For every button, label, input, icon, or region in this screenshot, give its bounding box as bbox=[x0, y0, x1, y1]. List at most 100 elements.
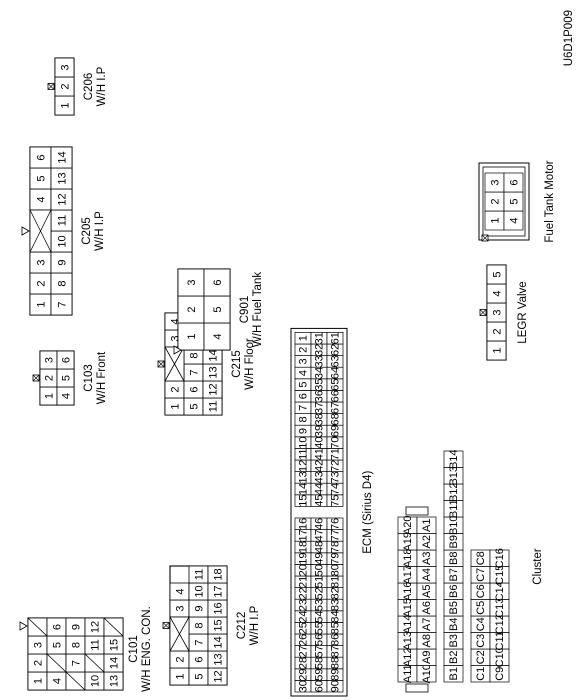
figure-id: U6D1P009 bbox=[563, 10, 575, 66]
c101-pin-label: 4 bbox=[52, 678, 64, 684]
c215-pin-label: 5 bbox=[189, 403, 201, 409]
ecm-pin-label: 58 bbox=[314, 657, 326, 669]
c215-pin-label: 2 bbox=[170, 386, 182, 392]
c101-pin-label: 13 bbox=[109, 675, 121, 687]
ecm-pin-cell bbox=[326, 517, 344, 530]
ecm-pin-label: 50 bbox=[314, 564, 326, 576]
cluster-pin-label: A4 bbox=[421, 568, 433, 581]
c103-pin-label: 1 bbox=[44, 393, 56, 399]
ecm-connector: 3029282726252423222120191817161514131211… bbox=[290, 327, 374, 697]
c205-pin-label: 8 bbox=[57, 280, 69, 286]
cluster-pin-label: C7 bbox=[475, 568, 487, 582]
connector-caption: C206 bbox=[83, 73, 95, 101]
ecm-pin-label: 55 bbox=[314, 622, 326, 634]
cluster-pin-label: A11 bbox=[402, 664, 414, 683]
c901-pin-label: 3 bbox=[186, 279, 198, 285]
ecm-pin-label: 75 bbox=[330, 494, 342, 506]
c101-pin-label: 6 bbox=[52, 624, 64, 630]
ecm-pin-label: 53 bbox=[314, 599, 326, 611]
c101-pin-label: 1 bbox=[33, 678, 45, 684]
c101-pin-label: 8 bbox=[71, 642, 83, 648]
ecm-pin-label: 69 bbox=[330, 425, 342, 437]
c215-pin-label: 14 bbox=[208, 349, 220, 361]
ftm-pin-label: 5 bbox=[509, 198, 521, 204]
connector-caption: LEGR Valve bbox=[517, 281, 529, 343]
ecm-pin-label: 47 bbox=[314, 529, 326, 541]
ecm-pin-label: 81 bbox=[330, 576, 342, 588]
c205-pin-label: 4 bbox=[36, 196, 48, 202]
cluster-pin-label: B7 bbox=[448, 568, 460, 581]
c901-pin-label: 4 bbox=[212, 333, 224, 339]
cluster-pin-label: B12 bbox=[448, 482, 460, 502]
ecm-pin-label: 90 bbox=[330, 680, 342, 692]
c205-pin-label: 2 bbox=[36, 280, 48, 286]
cluster-pin-label: B3 bbox=[448, 634, 460, 647]
c101-pin-label: 10 bbox=[90, 675, 102, 687]
cluster-pin-label: B1 bbox=[448, 667, 460, 680]
ecm-pin-label: 7 bbox=[298, 405, 310, 411]
ecm-pin-label: 44 bbox=[314, 483, 326, 495]
c206-pin-label: 2 bbox=[60, 83, 72, 89]
c212-pin-label: 1 bbox=[175, 673, 187, 679]
cluster-pin-label: C9 bbox=[494, 667, 506, 681]
cluster-pin-label: A3 bbox=[421, 552, 433, 565]
cluster-pin-label: B4 bbox=[448, 618, 460, 631]
c901-pin-label: 6 bbox=[212, 279, 224, 285]
ecm-pin-label: 34 bbox=[314, 367, 326, 379]
ecm-pin-label: 14 bbox=[298, 483, 310, 495]
c212-pin-label: 15 bbox=[213, 619, 225, 631]
ecm-pin-label: 8 bbox=[298, 416, 310, 422]
ecm-pin-label: 1 bbox=[298, 335, 310, 341]
cluster-pin-label: A8 bbox=[421, 634, 433, 647]
ecm-pin-label: 89 bbox=[330, 668, 342, 680]
ecm-pin-label: 30 bbox=[298, 680, 310, 692]
cluster-pin-label: A16 bbox=[402, 581, 414, 601]
c103-pin-cell bbox=[56, 350, 75, 370]
cluster-pin-cell bbox=[489, 549, 510, 567]
ecm-pin-label: 61 bbox=[330, 332, 342, 344]
c103-pin-label: 5 bbox=[61, 375, 73, 381]
c212-pin-label: 14 bbox=[213, 636, 225, 648]
c206-pin-label: 1 bbox=[60, 102, 72, 108]
ecm-pin-cell bbox=[326, 332, 344, 345]
legr-pin-label: 5 bbox=[492, 271, 504, 277]
c212-pin-label: 2 bbox=[175, 656, 187, 662]
ecm-pin-label: 77 bbox=[330, 529, 342, 541]
connector-caption: C103 bbox=[83, 364, 95, 392]
c205-pin-label: 13 bbox=[57, 172, 69, 184]
ecm-pin-label: 18 bbox=[298, 541, 310, 553]
ecm-pin-label: 52 bbox=[314, 587, 326, 599]
keyway-marker bbox=[19, 621, 28, 631]
c212-pin-cell bbox=[207, 565, 228, 584]
c205-pin-label: 6 bbox=[36, 154, 48, 160]
ecm-pin-label: 63 bbox=[330, 355, 342, 367]
ecm-pin-label: 39 bbox=[314, 425, 326, 437]
ecm-pin-label: 22 bbox=[298, 587, 310, 599]
c103-pin-label: 2 bbox=[44, 375, 56, 381]
ecm-pin-label: 59 bbox=[314, 668, 326, 680]
c215-pin-label: 4 bbox=[170, 318, 182, 324]
cluster-pin-label: A18 bbox=[402, 548, 414, 568]
ecm-pin-label: 41 bbox=[314, 448, 326, 460]
cluster-pin-cell bbox=[416, 516, 437, 534]
c212-pin-label: 18 bbox=[213, 568, 225, 580]
c103-pin-label: 6 bbox=[61, 357, 73, 363]
connector-caption: W/H ENG. CON. bbox=[0, 463, 1, 549]
cluster-pin-label: A7 bbox=[421, 618, 433, 631]
ecm-pin-label: 88 bbox=[330, 657, 342, 669]
connector-caption: W/H Front bbox=[96, 351, 108, 404]
cluster-pin-label: C8 bbox=[475, 551, 487, 565]
cluster-pin-label: A5 bbox=[421, 585, 433, 598]
c206-pin-cell bbox=[54, 57, 75, 78]
c101-pin-label: 11 bbox=[90, 639, 102, 650]
cluster-pin-label: A1 bbox=[421, 519, 433, 532]
keyway-marker bbox=[173, 345, 182, 355]
ecm-pin-label: 45 bbox=[314, 494, 326, 506]
ecm-pin-label: 12 bbox=[298, 460, 310, 472]
c102-connector: 12345678910111213141516C102W/H ENG. CON. bbox=[0, 463, 1, 549]
ecm-pin-label: 36 bbox=[314, 390, 326, 402]
